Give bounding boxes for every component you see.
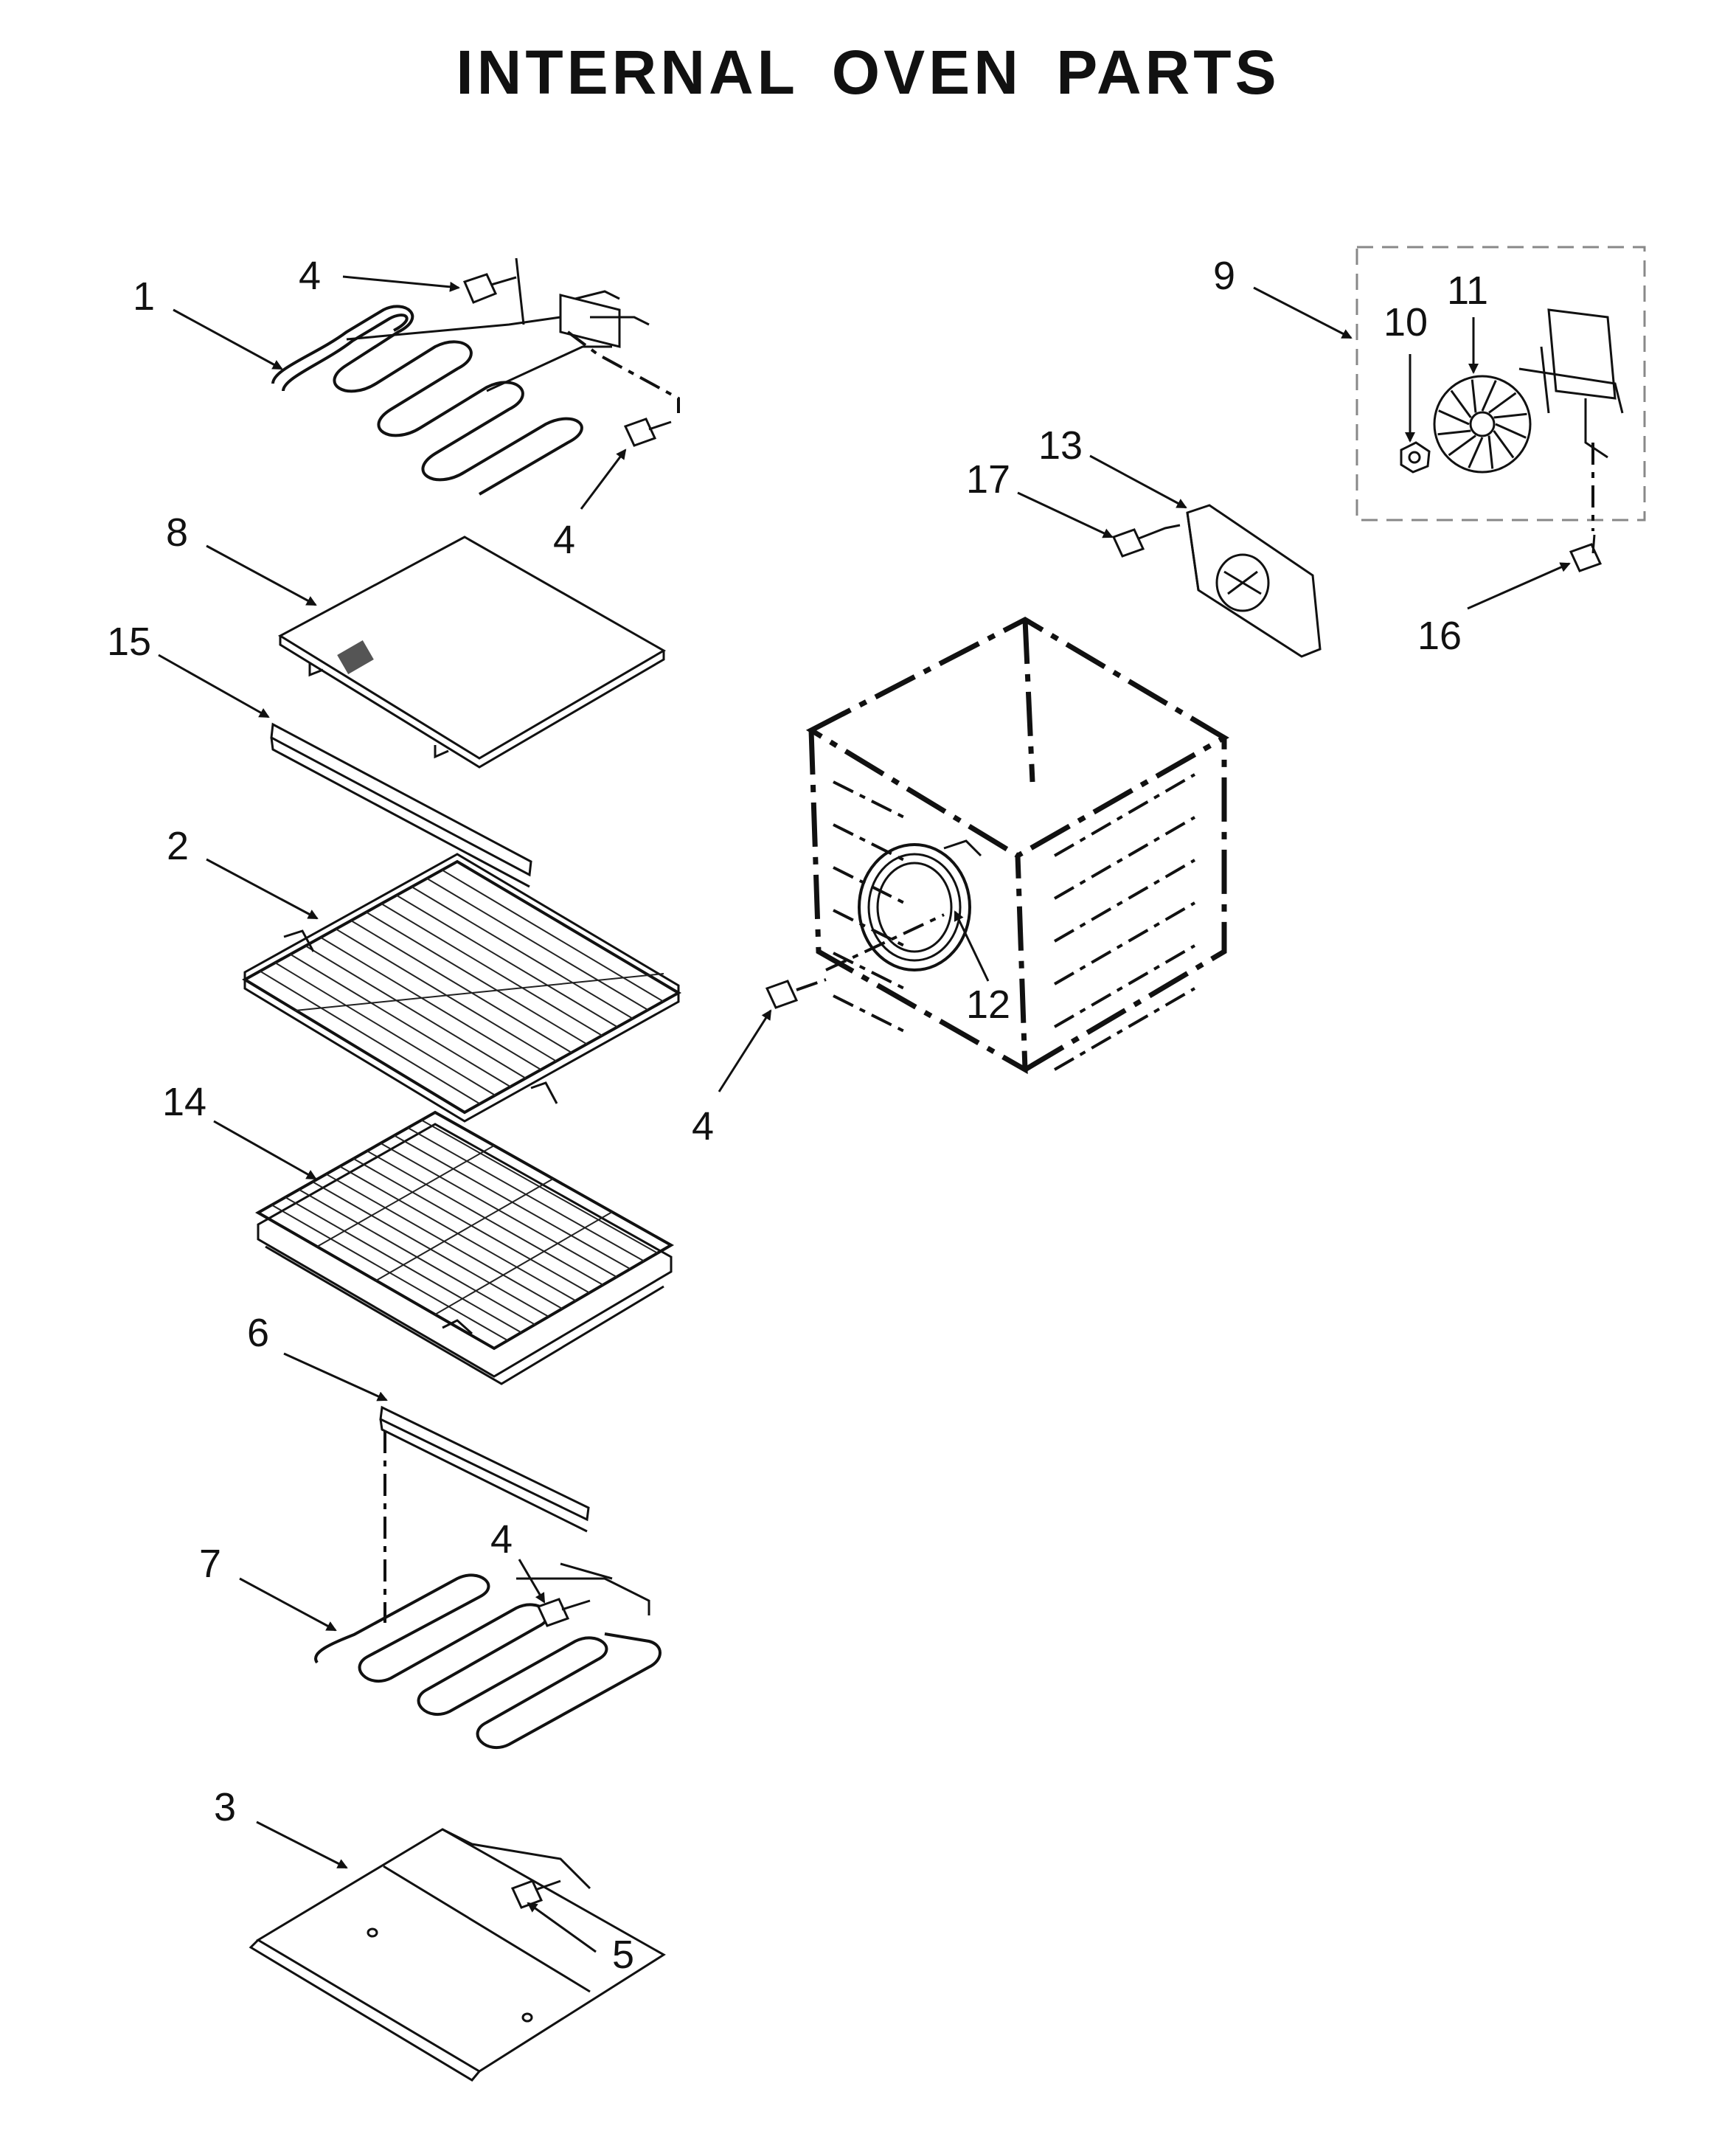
drawing-line	[1053, 859, 1196, 943]
drawing-line	[1448, 434, 1476, 457]
drawing-line	[1487, 435, 1494, 469]
screw-part-4-cavity	[765, 978, 827, 1009]
screw-part-17	[1111, 524, 1181, 558]
callout-labels: 1 4 4 8 15 2 14 6 7 4 3 5 9 10 11 13 17 …	[107, 254, 1488, 1977]
drawing-line	[426, 877, 649, 1011]
drawing-line	[316, 1145, 495, 1247]
callout-12: 12	[966, 983, 1010, 1027]
callout-5: 5	[612, 1933, 634, 1977]
callout-9: 9	[1213, 254, 1235, 298]
drawing-line	[366, 911, 588, 1045]
oven-bottom-panel-part	[249, 1828, 666, 2082]
drawing-line	[290, 953, 511, 1088]
drawing-line	[1437, 429, 1471, 436]
fan-cover-part	[1186, 504, 1322, 658]
drawing-line	[305, 945, 527, 1079]
drawing-line	[1053, 987, 1196, 1071]
drawing-line	[1468, 437, 1484, 468]
callout-1: 1	[133, 274, 155, 319]
callout-2: 2	[167, 824, 189, 868]
oven-cavity-assembly	[805, 616, 1229, 1075]
callout-4-top: 4	[299, 254, 321, 298]
drawing-line	[375, 1178, 554, 1281]
bake-element-part	[314, 1562, 662, 1750]
drawing-line	[833, 952, 908, 991]
drawing-line	[833, 823, 908, 863]
convection-fan-kit-part	[1355, 246, 1646, 531]
drawing-line	[1481, 380, 1497, 412]
callout-7: 7	[199, 1542, 221, 1586]
drawing-line	[294, 973, 664, 1011]
drawing-line	[434, 1211, 613, 1315]
callout-16: 16	[1417, 614, 1462, 658]
drawing-line	[1438, 409, 1470, 426]
drawing-line	[441, 869, 664, 1002]
glide-rack-part	[254, 1110, 675, 1385]
drawing-line	[1053, 901, 1196, 985]
drawing-line	[833, 780, 908, 820]
drawing-line	[833, 909, 908, 949]
callout-13: 13	[1038, 423, 1083, 468]
callout-3: 3	[214, 1785, 236, 1829]
drawing-line	[396, 894, 618, 1028]
drawing-line	[274, 962, 496, 1096]
drawing-line	[260, 970, 481, 1105]
leader-arrows	[158, 275, 1571, 1953]
lower-trim-part	[379, 1405, 590, 1623]
drawing-line	[1053, 816, 1196, 900]
callout-10: 10	[1383, 300, 1428, 344]
callout-11: 11	[1447, 269, 1488, 313]
screw-part-4-top	[462, 273, 517, 304]
callout-6: 6	[247, 1311, 269, 1355]
drawing-line	[1053, 944, 1196, 1028]
broil-element-part	[271, 257, 680, 496]
callout-14: 14	[162, 1080, 206, 1124]
screw-part-4-second	[623, 418, 672, 447]
drawing-line	[1450, 389, 1472, 418]
drawing-line	[350, 920, 572, 1053]
page-title: INTERNAL OVEN PARTS	[456, 38, 1280, 107]
drawing-line	[1495, 423, 1527, 439]
screw-part-16	[1569, 534, 1603, 572]
callout-4-second: 4	[553, 518, 575, 562]
drawing-line	[1493, 412, 1527, 419]
oven-rack-part	[242, 853, 682, 1123]
drawing-line	[320, 936, 542, 1071]
trim-strip-part	[270, 722, 532, 888]
callout-8: 8	[166, 510, 188, 555]
callout-17: 17	[966, 457, 1010, 502]
oven-top-panel-part	[277, 536, 667, 769]
callout-4-cavity: 4	[692, 1104, 714, 1149]
drawing-line	[411, 886, 633, 1019]
drawing-line	[833, 866, 908, 906]
drawing-line	[1471, 379, 1477, 413]
drawing-line	[1488, 392, 1517, 414]
drawing-line	[1053, 773, 1196, 857]
callout-15: 15	[107, 620, 151, 664]
drawing-line	[381, 903, 603, 1036]
drawing-line	[1493, 430, 1515, 459]
drawing-line	[833, 994, 908, 1034]
callout-4-lower: 4	[490, 1517, 513, 1562]
